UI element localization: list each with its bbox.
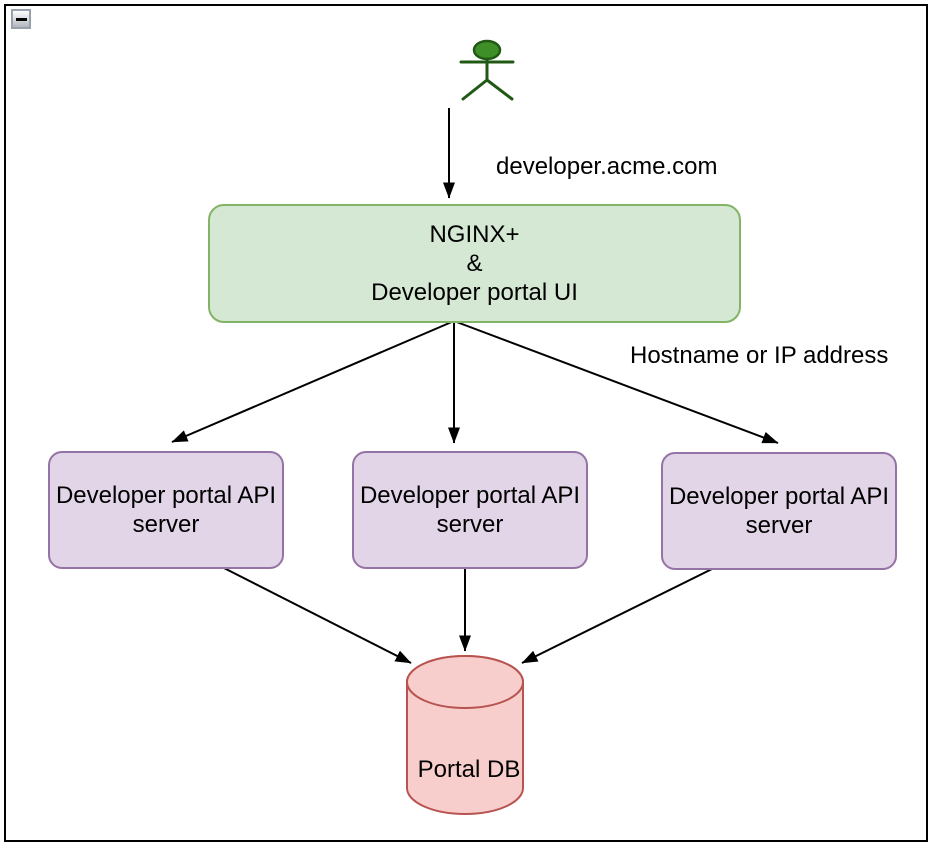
actor-head — [472, 39, 502, 61]
api-server-node-1[interactable]: Developer portal API server — [48, 451, 284, 569]
minus-icon — [15, 17, 27, 21]
gateway-node[interactable]: NGINX+ & Developer portal UI — [208, 204, 741, 323]
collapse-toggle-button[interactable] — [11, 9, 31, 29]
edge-label-request-url[interactable]: developer.acme.com — [496, 153, 718, 180]
diagram-frame: NGINX+ & Developer portal UI Developer p… — [4, 4, 928, 842]
actor-right-leg — [485, 78, 514, 101]
api-server-node-label: Developer portal API server — [55, 482, 277, 538]
api-server-node-2[interactable]: Developer portal API server — [352, 451, 588, 569]
arrow-server-1-to-db[interactable] — [219, 565, 412, 664]
edge-label-routing[interactable]: Hostname or IP address — [630, 342, 889, 369]
database-node[interactable] — [406, 655, 524, 815]
api-server-node-3[interactable]: Developer portal API server — [661, 452, 897, 570]
arrow-gateway-to-server-1[interactable] — [171, 320, 455, 443]
arrow-gateway-to-server-3[interactable] — [453, 320, 779, 444]
actor-left-leg — [461, 78, 489, 101]
user-actor[interactable] — [459, 39, 515, 101]
api-server-node-label: Developer portal API server — [668, 483, 890, 539]
arrow-server-3-to-db[interactable] — [521, 567, 715, 664]
database-cylinder-top — [406, 655, 524, 709]
database-node-label[interactable]: Portal DB — [417, 756, 521, 783]
gateway-node-label: NGINX+ & Developer portal UI — [371, 221, 578, 306]
api-server-node-label: Developer portal API server — [359, 482, 581, 538]
connectors-layer — [171, 39, 779, 815]
